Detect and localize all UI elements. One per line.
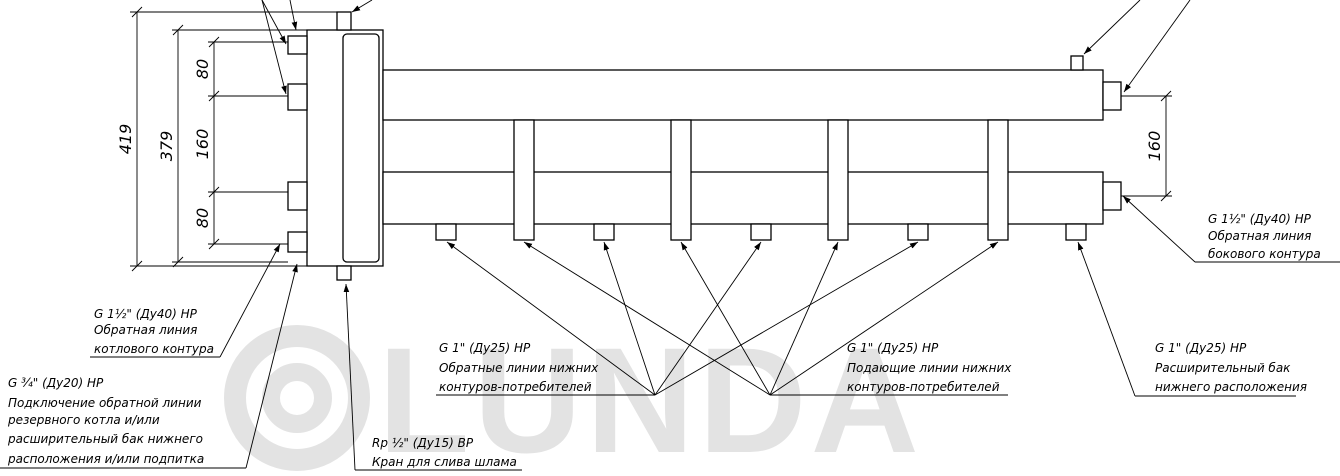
callout-backup-line4: расположения и/или подпитка — [7, 452, 204, 466]
callout-side-return-line2: бокового контура — [1208, 247, 1321, 261]
supply-stubs — [513, 119, 1009, 241]
callout-expansion: G 1" (Ду25) НР Расширительный бак нижнег… — [1155, 341, 1307, 394]
separator-inner-tube — [342, 33, 380, 263]
left-nozzle-1 — [287, 35, 308, 55]
dimensions-right: 160 — [1121, 90, 1172, 202]
upper-side-nozzle — [1102, 81, 1122, 111]
callout-boiler-return: G 1½" (Ду40) НР Обратная линия котлового… — [94, 307, 214, 356]
dimension-419: 419 — [116, 124, 135, 155]
dimension-160-right: 160 — [1145, 131, 1164, 162]
return-stub-2 — [593, 223, 615, 241]
callout-expansion-spec: G 1" (Ду25) НР — [1155, 341, 1247, 355]
dimension-80-top: 80 — [193, 59, 212, 79]
callout-backup-line2: резервного котла и/или — [7, 413, 160, 427]
callout-lower-supply: G 1" (Ду25) НР Подающие линии нижних кон… — [847, 341, 1012, 394]
watermark-text: LUNDA — [378, 316, 923, 476]
expansion-nozzle — [1065, 223, 1087, 241]
supply-stub-1 — [513, 119, 535, 241]
callout-lower-supply-line2: контуров-потребителей — [847, 380, 1000, 394]
collector-supply-pipe — [382, 55, 1122, 121]
top-nozzle — [336, 11, 352, 31]
callout-lower-returns-spec: G 1" (Ду25) НР — [439, 341, 531, 355]
dimension-160-left: 160 — [193, 129, 212, 160]
dimensions-left: 419 379 80 160 80 — [116, 6, 337, 272]
return-stub-3 — [750, 223, 772, 241]
callout-lower-supply-spec: G 1" (Ду25) НР — [847, 341, 939, 355]
air-vent-nozzle — [1070, 55, 1084, 71]
callout-backup-return: G ¾" (Ду20) НР Подключение обратной лини… — [7, 376, 204, 466]
hydraulic-separator — [287, 11, 384, 281]
drain-nozzle — [336, 265, 352, 281]
callout-expansion-line1: Расширительный бак — [1155, 361, 1291, 375]
callout-drain-line1: Кран для слива шлама — [372, 455, 517, 469]
dimension-80-bottom: 80 — [193, 208, 212, 228]
callout-side-return-line1: Обратная линия — [1208, 229, 1311, 243]
left-nozzle-boiler-supply — [287, 83, 308, 111]
lower-collector — [382, 171, 1104, 225]
left-nozzle-boiler-return — [287, 181, 308, 211]
callout-side-return: G 1½" (Ду40) НР Обратная линия бокового … — [1208, 212, 1321, 261]
callout-lower-returns: G 1" (Ду25) НР Обратные линии нижних кон… — [439, 341, 599, 394]
return-stub-1 — [435, 223, 457, 241]
callout-drain-spec: Rp ½" (Ду15) ВР — [372, 436, 474, 450]
return-stub-4 — [907, 223, 929, 241]
callout-boiler-return-line2: котлового контура — [94, 342, 214, 356]
supply-stub-3 — [827, 119, 849, 241]
callout-backup-spec: G ¾" (Ду20) НР — [8, 376, 104, 390]
left-nozzle-backup — [287, 231, 308, 253]
callout-drain: Rp ½" (Ду15) ВР Кран для слива шлама — [372, 436, 517, 469]
watermark-logo: LUNDA — [224, 316, 923, 476]
callout-lower-returns-line1: Обратные линии нижних — [439, 361, 599, 375]
supply-stub-2 — [670, 119, 692, 241]
collector-return-pipe — [382, 171, 1122, 241]
callout-lower-supply-line1: Подающие линии нижних — [847, 361, 1012, 375]
lower-side-nozzle — [1102, 181, 1122, 211]
callout-backup-line1: Подключение обратной линии — [8, 396, 202, 410]
return-stubs — [435, 223, 929, 241]
callout-lower-returns-line2: контуров-потребителей — [439, 380, 592, 394]
callout-boiler-return-line1: Обратная линия — [94, 323, 197, 337]
callout-side-return-spec: G 1½" (Ду40) НР — [1208, 212, 1312, 226]
callout-boiler-return-spec: G 1½" (Ду40) НР — [94, 307, 198, 321]
dimension-379: 379 — [157, 131, 176, 162]
callout-backup-line3: расширительный бак нижнего — [7, 432, 203, 446]
upper-collector — [382, 69, 1104, 121]
supply-stub-4 — [987, 119, 1009, 241]
callout-expansion-line2: нижнего расположения — [1155, 380, 1307, 394]
